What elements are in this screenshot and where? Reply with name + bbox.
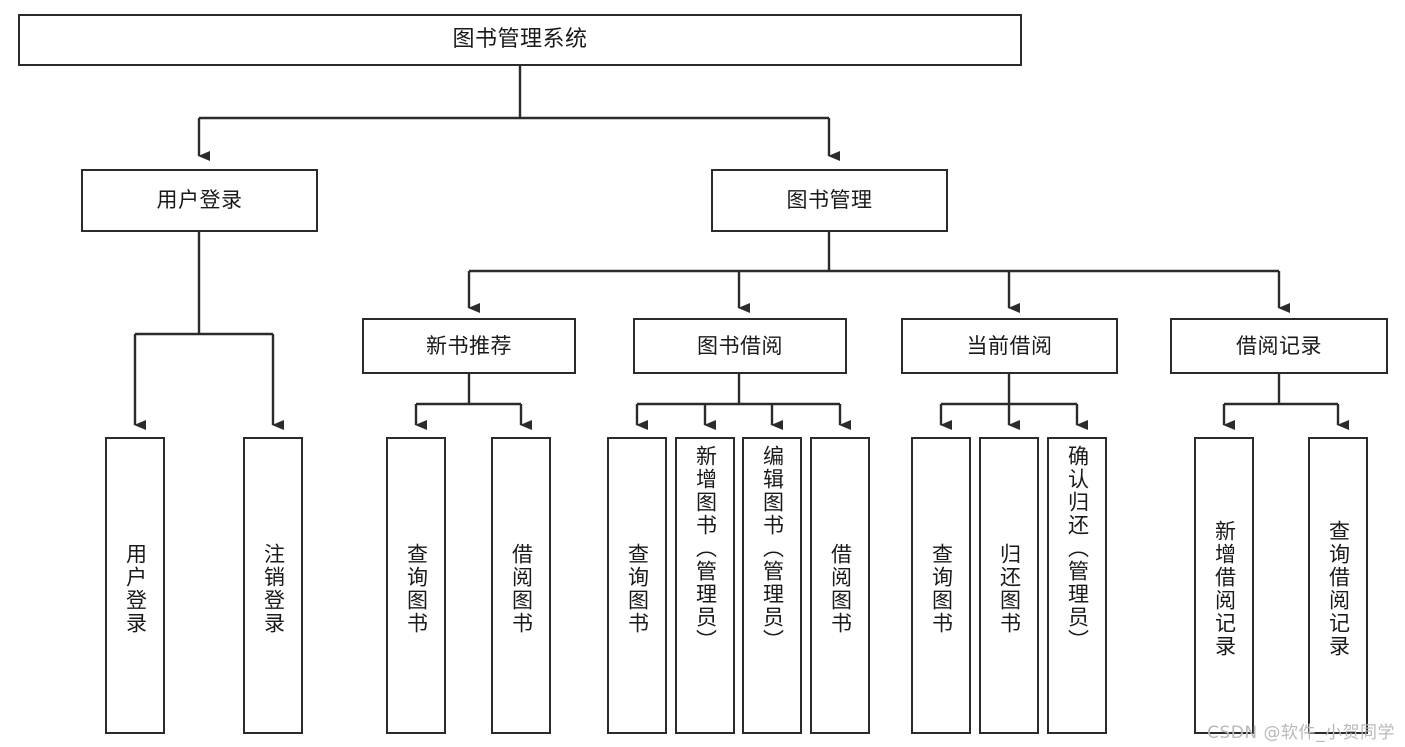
node-current-borrow[interactable]: 当前借阅 xyxy=(901,318,1118,374)
node-label: 新书推荐 xyxy=(426,333,512,358)
node-label: 编辑图书（管理员） xyxy=(760,445,785,652)
node-label: 查询图书 xyxy=(625,542,650,635)
leaf-record-query-record[interactable]: 查询借阅记录 xyxy=(1308,437,1368,734)
node-book-management[interactable]: 图书管理 xyxy=(711,169,948,232)
node-label: 确认归还（管理员） xyxy=(1065,445,1090,652)
node-user-login[interactable]: 用户登录 xyxy=(81,169,318,232)
node-label: 查询图书 xyxy=(929,542,954,635)
node-label: 归还图书 xyxy=(997,542,1022,635)
node-borrow-record[interactable]: 借阅记录 xyxy=(1170,318,1388,374)
node-label: 注销登录 xyxy=(261,542,286,635)
leaf-newbook-query-book[interactable]: 查询图书 xyxy=(386,437,446,734)
node-label: 图书管理 xyxy=(786,188,873,213)
node-label: 新增借阅记录 xyxy=(1212,519,1237,658)
csdn-watermark: CSDN @软件_小贺同学 xyxy=(1207,723,1395,743)
leaf-current-confirm-return-admin[interactable]: 确认归还（管理员） xyxy=(1047,437,1107,734)
leaf-borrow-edit-book-admin[interactable]: 编辑图书（管理员） xyxy=(742,437,802,734)
node-label: 图书管理系统 xyxy=(452,27,588,53)
leaf-borrow-borrow-book[interactable]: 借阅图书 xyxy=(810,437,870,734)
node-label: 借阅图书 xyxy=(509,542,534,635)
leaf-current-return-book[interactable]: 归还图书 xyxy=(979,437,1039,734)
node-label: 用户登录 xyxy=(156,188,243,213)
leaf-current-query-book[interactable]: 查询图书 xyxy=(911,437,971,734)
leaf-borrow-add-book-admin[interactable]: 新增图书（管理员） xyxy=(675,437,735,734)
leaf-logout[interactable]: 注销登录 xyxy=(243,437,303,734)
node-label: 用户登录 xyxy=(123,542,148,635)
node-label: 借阅图书 xyxy=(828,542,853,635)
node-root-book-management-system[interactable]: 图书管理系统 xyxy=(18,14,1022,66)
node-label: 新增图书（管理员） xyxy=(693,445,718,652)
leaf-borrow-query-book[interactable]: 查询图书 xyxy=(607,437,667,734)
node-label: 当前借阅 xyxy=(966,333,1053,358)
node-label: 查询图书 xyxy=(404,542,429,635)
node-book-borrow[interactable]: 图书借阅 xyxy=(633,318,847,374)
leaf-newbook-borrow-book[interactable]: 借阅图书 xyxy=(491,437,551,734)
node-label: 图书借阅 xyxy=(697,333,783,358)
node-label: 借阅记录 xyxy=(1236,333,1322,358)
node-label: 查询借阅记录 xyxy=(1326,519,1351,658)
node-new-book-recommend[interactable]: 新书推荐 xyxy=(362,318,576,374)
leaf-user-login[interactable]: 用户登录 xyxy=(105,437,165,734)
leaf-record-add-record[interactable]: 新增借阅记录 xyxy=(1194,437,1254,734)
